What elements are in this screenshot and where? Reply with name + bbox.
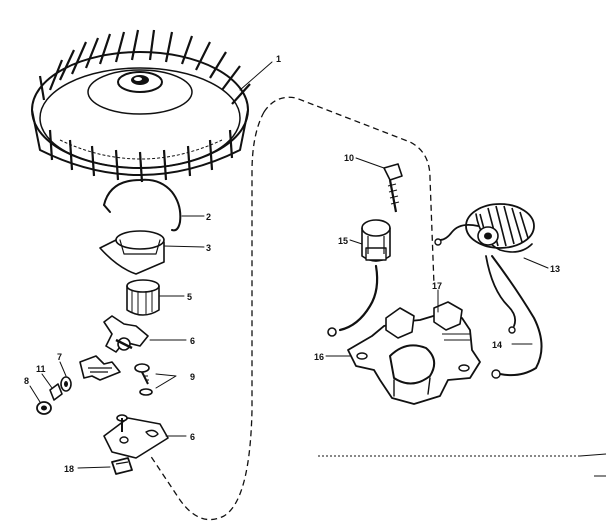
breaker-base-plate — [103, 414, 169, 459]
screw-10 — [383, 163, 403, 213]
callout-9: 9 — [190, 372, 195, 382]
border-rule — [318, 453, 607, 477]
assembly-group-outline — [149, 96, 435, 521]
callout-16: 16 — [314, 352, 324, 362]
condenser — [327, 219, 391, 337]
callout-2: 2 — [206, 212, 211, 222]
callout-10: 10 — [344, 153, 354, 163]
callout-7: 7 — [57, 352, 62, 362]
callout-11: 11 — [36, 364, 46, 374]
callout-18: 18 — [64, 464, 74, 474]
ignition-coil — [434, 203, 543, 379]
cam-bushing — [126, 279, 160, 316]
nut-8 — [36, 401, 52, 415]
callout-13: 13 — [550, 264, 560, 274]
coil-bracket — [347, 301, 481, 405]
washer-7 — [60, 376, 72, 392]
callout-17: 17 — [432, 281, 442, 291]
callout-15: 15 — [338, 236, 348, 246]
callout-3: 3 — [206, 243, 211, 253]
screw-9 — [134, 363, 153, 396]
callout-14: 14 — [492, 340, 502, 350]
callout-8: 8 — [24, 376, 29, 386]
contact-point-assembly — [79, 355, 121, 381]
callout-5: 5 — [187, 292, 192, 302]
callout-6-upper: 6 — [190, 336, 195, 346]
callout-6-lower: 6 — [190, 432, 195, 442]
clip-18 — [111, 457, 133, 475]
flywheel — [31, 29, 251, 183]
insulator-11 — [49, 383, 63, 401]
callout-1: 1 — [276, 54, 281, 64]
spring-clip — [103, 178, 182, 232]
breaker-arm — [103, 315, 149, 353]
point-cover — [99, 230, 165, 275]
